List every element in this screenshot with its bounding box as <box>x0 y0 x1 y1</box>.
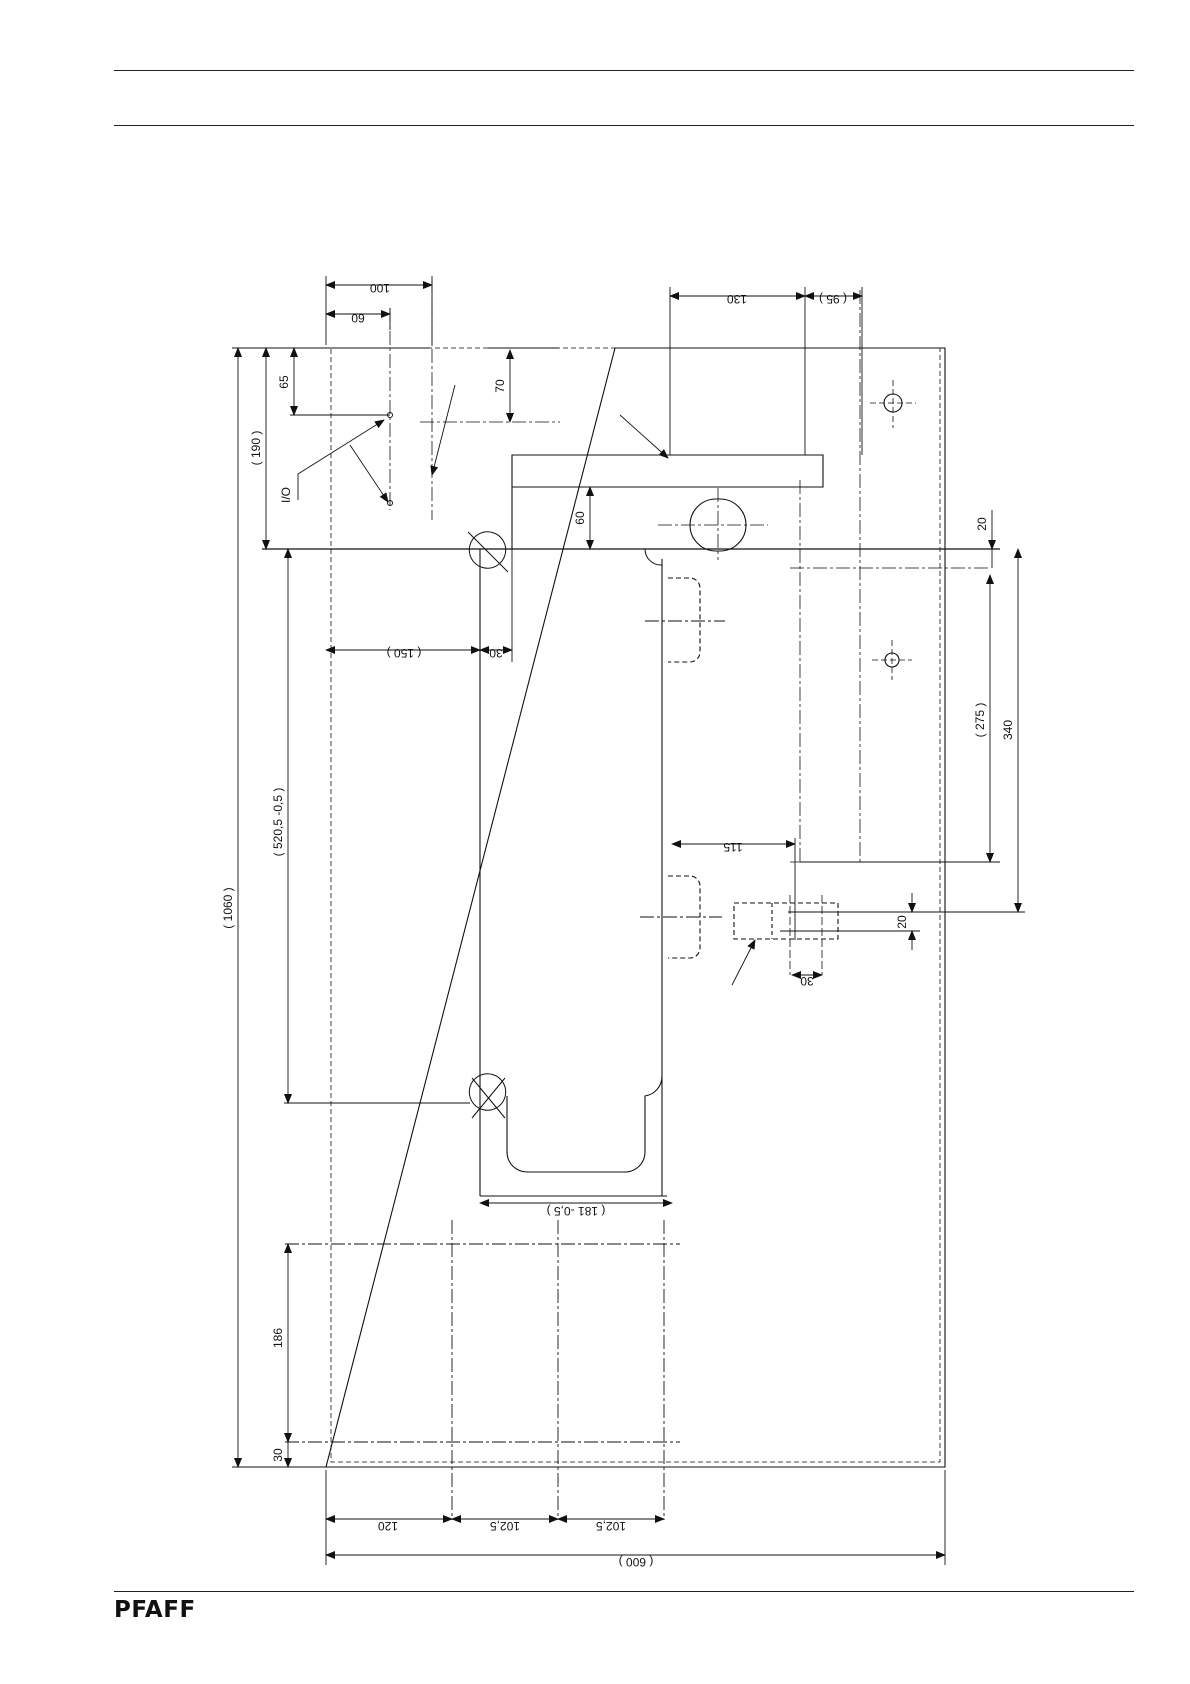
table-inner-dashed <box>331 348 940 1462</box>
switch-bracket <box>734 903 838 939</box>
dim-right-20: 20 <box>975 517 989 531</box>
dim-left-190: ( 190 ) <box>249 431 263 466</box>
dim-inner-150: ( 150 ) <box>387 646 422 660</box>
dim-left-520: ( 520,5 -0,5 ) <box>271 788 285 857</box>
dim-right-340: 340 <box>1001 720 1015 740</box>
bobbin-recess-1 <box>668 578 700 662</box>
pfaff-logo: PFAFF <box>114 1597 196 1623</box>
dim-left-30: 30 <box>271 1448 285 1462</box>
switch-label: I/O <box>279 487 293 503</box>
dim-inner-20: 20 <box>895 915 909 929</box>
corner-hole-bottom <box>469 1074 505 1118</box>
dim-top-100: 100 <box>370 281 390 295</box>
dim-top-130: 130 <box>727 292 747 306</box>
dim-left-1060: ( 1060 ) <box>221 887 235 928</box>
dim-inner-115: 115 <box>723 840 742 854</box>
dim-inner-30: 30 <box>489 646 503 660</box>
mount-hole-1 <box>870 380 916 428</box>
dim-left-65: 65 <box>277 375 291 389</box>
footer-rule <box>114 1591 1134 1592</box>
dim-bottom-102a: 102,5 <box>490 1519 520 1533</box>
dim-top-95: ( 95 ) <box>819 292 847 306</box>
dim-bottom-120: 120 <box>378 1519 398 1533</box>
dim-bottom-102b: 102,5 <box>596 1519 626 1533</box>
dim-inner-60: 60 <box>573 511 587 525</box>
mount-hole-2 <box>872 640 912 680</box>
cutout-outline <box>480 455 823 1196</box>
cutout-corner-notch <box>645 549 662 565</box>
dim-right-275: ( 275 ) <box>973 703 987 738</box>
dim-inner-181: ( 181 -0,5 ) <box>547 1204 606 1218</box>
table-outline <box>326 348 945 1467</box>
dim-top-60: 60 <box>351 311 365 325</box>
dim-inner-30-small: 30 <box>800 974 814 988</box>
corner-hole-top <box>468 532 508 572</box>
dim-bottom-600: ( 600 ) <box>619 1555 654 1569</box>
dim-left-186: 186 <box>271 1328 285 1348</box>
dim-inner-70: 70 <box>493 379 507 393</box>
